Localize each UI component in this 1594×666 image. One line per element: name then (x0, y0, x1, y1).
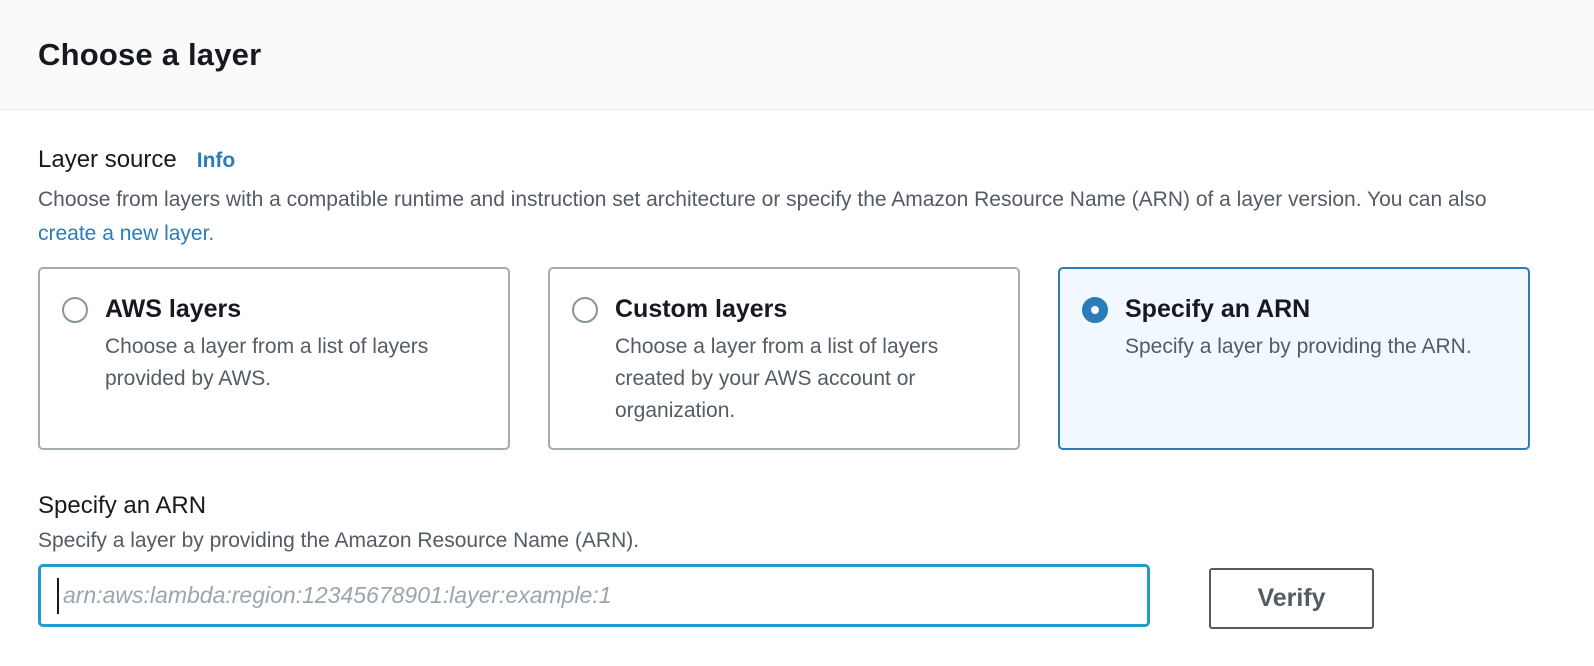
radio-button-icon[interactable] (62, 296, 88, 323)
option-card-specify-arn-header: Specify an ARN (1082, 295, 1506, 324)
layer-source-options: AWS layers Choose a layer from a list of… (38, 267, 1556, 450)
option-card-specify-arn[interactable]: Specify an ARN Specify a layer by provid… (1058, 267, 1530, 450)
panel-header: Choose a layer (0, 0, 1594, 110)
layer-source-label: Layer source (38, 146, 177, 173)
panel-body: Layer source Info Choose from layers wit… (0, 146, 1594, 629)
info-link[interactable]: Info (196, 149, 236, 172)
option-card-custom-layers[interactable]: Custom layers Choose a layer from a list… (548, 267, 1020, 450)
radio-button-icon[interactable] (572, 296, 598, 323)
option-description: Specify a layer by providing the ARN. (1125, 335, 1472, 358)
arn-input-row: Verify (38, 564, 1556, 629)
option-title: Custom layers (615, 295, 788, 323)
option-description: Choose a layer from a list of layers pro… (105, 335, 429, 390)
option-card-custom-layers-header: Custom layers (572, 295, 996, 324)
option-title: Specify an ARN (1125, 295, 1311, 323)
text-cursor-caret (57, 578, 59, 614)
specify-arn-description: Specify a layer by providing the Amazon … (38, 529, 640, 552)
layer-source-description-text: Choose from layers with a compatible run… (38, 188, 1487, 211)
layer-source-description: Choose from layers with a compatible run… (38, 183, 1506, 251)
specify-arn-label: Specify an ARN (38, 492, 207, 519)
option-card-aws-layers-header: AWS layers (62, 295, 486, 324)
page-title: Choose a layer (38, 36, 262, 72)
arn-input[interactable] (38, 564, 1150, 627)
create-new-layer-link[interactable]: create a new layer. (38, 222, 215, 245)
option-title: AWS layers (105, 295, 242, 323)
layer-source-label-row: Layer source Info (38, 146, 1556, 174)
arn-input-wrap (38, 564, 1150, 627)
radio-button-icon[interactable] (1082, 296, 1108, 323)
option-description: Choose a layer from a list of layers cre… (615, 335, 939, 422)
option-card-aws-layers[interactable]: AWS layers Choose a layer from a list of… (38, 267, 510, 450)
verify-button[interactable]: Verify (1209, 568, 1374, 629)
